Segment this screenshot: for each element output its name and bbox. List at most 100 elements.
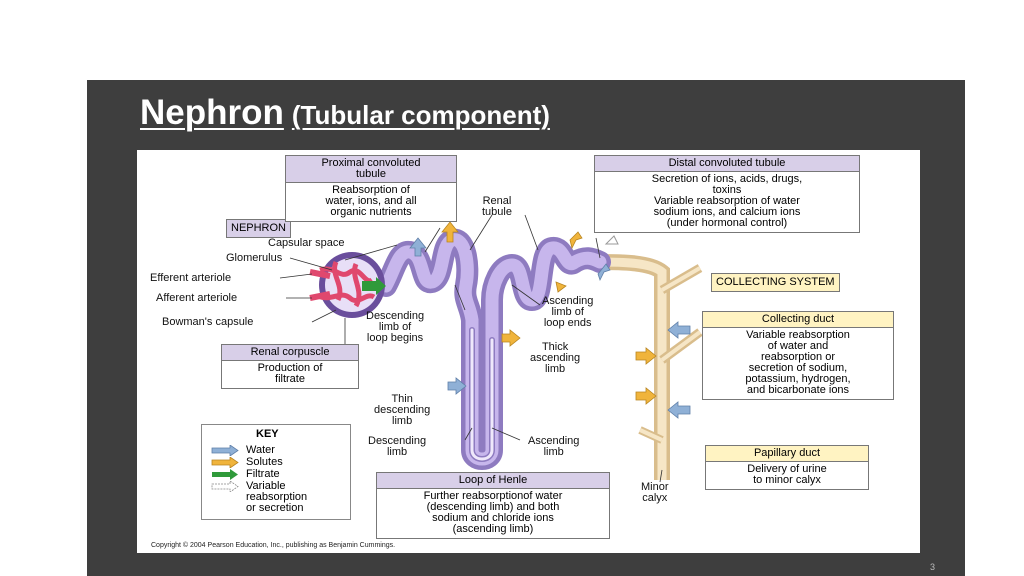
variable-arrow-icon	[211, 480, 239, 493]
loop-of-henle-body-line2: (descending limb) and both	[426, 501, 560, 513]
dct-body-line3: Variable reabsorption of water	[654, 195, 800, 207]
copyright-text: Copyright © 2004 Pearson Education, Inc.…	[151, 542, 396, 549]
dct-body-line4: sodium ions, and calcium ions	[653, 206, 801, 218]
minor-calyx-line2: calyx	[642, 492, 668, 504]
desc-begins-line2: limb of	[378, 321, 412, 333]
slide-title: Nephron(Tubular component)	[140, 93, 550, 133]
pct-body-line3: organic nutrients	[330, 206, 412, 218]
key-title: KEY	[256, 428, 279, 440]
thin-descending-limb-label: Thin descending limb	[374, 394, 430, 427]
glomerulus-label: Glomerulus	[226, 252, 283, 264]
loop-of-henle-body-line4: (ascending limb)	[452, 523, 534, 535]
minor-calyx-line1: Minor	[641, 481, 669, 493]
collecting-duct-body-line3: reabsorption or	[761, 351, 835, 363]
collecting-duct-body-line4: secretion of sodium,	[748, 362, 848, 374]
papillary-duct-body-line2: to minor calyx	[753, 474, 821, 486]
papillary-duct-body: Delivery of urine to minor calyx	[706, 462, 868, 489]
renal-tubule-line1: Renal	[482, 195, 512, 207]
collecting-duct-body-line5: potassium, hydrogen,	[745, 373, 851, 385]
dct-body-line5: (under hormonal control)	[666, 217, 788, 229]
desc-begins-line3: loop begins	[366, 332, 424, 344]
key-filtrate-label: Filtrate	[246, 468, 280, 480]
bowmans-capsule-label: Bowman's capsule	[162, 316, 254, 328]
key-variable-line3: or secretion	[246, 502, 304, 514]
renal-corpuscle-shape	[309, 252, 386, 318]
key-filtrate: Filtrate	[210, 469, 280, 483]
desc-limb-line2: limb	[386, 446, 408, 458]
renal-tubule-line2: tubule	[482, 206, 512, 218]
nephron-tag: NEPHRON	[226, 219, 292, 238]
capsular-space-label: Capsular space	[268, 237, 345, 249]
asc-limb-line1: Ascending	[528, 435, 580, 447]
minor-calyx-label: Minor calyx	[641, 482, 669, 504]
renal-corpuscle-header: Renal corpuscle	[222, 345, 358, 361]
slide-number: 3	[930, 562, 936, 572]
desc-limb-line1: Descending	[368, 435, 427, 447]
asc-ends-line1: Ascending	[542, 295, 594, 307]
key-solutes: Solutes	[210, 456, 283, 471]
dct-box: Distal convoluted tubule Secretion of io…	[594, 155, 860, 233]
renal-corpuscle-body-line2: filtrate	[275, 373, 305, 385]
solute-arrows	[441, 221, 657, 405]
loop-of-henle-body-line3: sodium and chloride ions	[432, 512, 554, 524]
renal-tubule-label: Renal tubule	[482, 196, 512, 218]
variable-arrows	[604, 235, 619, 245]
key-solutes-label: Solutes	[246, 456, 283, 468]
dct-body-line1: Secretion of ions, acids, drugs,	[651, 173, 803, 185]
water-arrows	[409, 237, 691, 419]
renal-corpuscle-body: Production of filtrate	[222, 361, 358, 388]
pct-header: Proximal convoluted tubule	[286, 156, 456, 183]
key-water: Water	[210, 444, 275, 459]
desc-begins-line1: Descending	[366, 310, 425, 322]
ascending-limb-ends-label: Ascending limb of loop ends	[542, 296, 593, 329]
key-variable-line1: Variable	[246, 480, 286, 492]
key-water-label: Water	[246, 444, 275, 456]
loop-of-henle-box: Loop of Henle Further reabsorptionof wat…	[376, 472, 610, 539]
key-variable-line2: reabsorption	[246, 491, 308, 503]
thick-line3: limb	[544, 363, 566, 375]
key-variable-label: Variable reabsorption or secretion	[246, 481, 307, 514]
key-variable: Variable reabsorption or secretion	[210, 480, 307, 514]
legend-key: KEY Water Solutes Filtrate Variable reab…	[201, 424, 351, 520]
collecting-duct-box: Collecting duct Variable reabsorption of…	[702, 311, 894, 400]
ascending-limb-label: Ascending limb	[528, 436, 579, 458]
thick-ascending-limb-label: Thick ascending limb	[530, 342, 580, 375]
papillary-duct-body-line1: Delivery of urine	[747, 463, 827, 475]
collecting-duct-body-line6: and bicarbonate ions	[746, 384, 850, 396]
pct-header-line2: tubule	[356, 168, 386, 180]
descending-limb-begins-label: Descending limb of loop begins	[366, 311, 424, 344]
asc-ends-line3: loop ends	[543, 317, 592, 329]
collecting-duct-body: Variable reabsorption of water and reabs…	[703, 328, 893, 399]
title-sub: (Tubular component)	[291, 100, 550, 130]
asc-ends-line2: limb of	[551, 306, 584, 318]
collecting-duct-body-line1: Variable reabsorption	[746, 329, 850, 341]
leader-lines	[279, 214, 663, 483]
efferent-arteriole-label: Efferent arteriole	[150, 272, 232, 284]
thin-line1: Thin	[391, 393, 413, 405]
pct-header-line1: Proximal convoluted	[321, 157, 421, 169]
renal-corpuscle-body-line1: Production of	[257, 362, 323, 374]
asc-limb-line2: limb	[543, 446, 564, 458]
pct-body-line2: water, ions, and all	[325, 195, 417, 207]
loop-of-henle-header: Loop of Henle	[377, 473, 609, 489]
dct-header: Distal convoluted tubule	[595, 156, 859, 172]
dct-body-line2: toxins	[712, 184, 742, 196]
thin-line2: descending	[374, 404, 431, 416]
filtrate-arrow-icon	[212, 469, 238, 480]
water-arrow-icon	[211, 444, 239, 457]
thin-line3: limb	[392, 415, 413, 427]
loop-of-henle-body-line1: Further reabsorptionof water	[423, 490, 563, 502]
pct-body: Reabsorption of water, ions, and all org…	[286, 183, 456, 221]
renal-tubule-shape	[375, 228, 611, 470]
collecting-duct-body-line2: of water and	[767, 340, 829, 352]
dct-body: Secretion of ions, acids, drugs, toxins …	[595, 172, 859, 232]
collecting-system-tag: COLLECTING SYSTEM	[711, 273, 840, 292]
papillary-duct-header: Papillary duct	[706, 446, 868, 462]
renal-corpuscle-box: Renal corpuscle Production of filtrate	[221, 344, 359, 389]
papillary-duct-box: Papillary duct Delivery of urine to mino…	[705, 445, 869, 490]
thick-line2: ascending	[530, 352, 581, 364]
solute-arrow-icon	[211, 456, 239, 469]
pct-body-line1: Reabsorption of	[332, 184, 410, 196]
descending-limb-label: Descending limb	[368, 436, 426, 458]
